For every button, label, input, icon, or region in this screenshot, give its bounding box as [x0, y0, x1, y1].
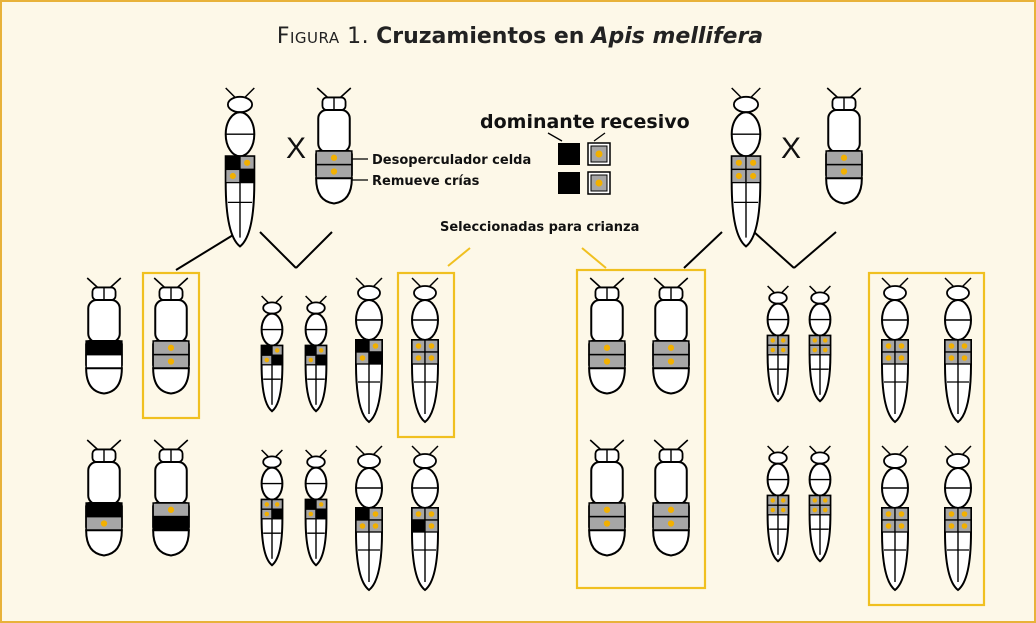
cross-line: [259, 231, 297, 269]
queen-bee: [944, 445, 972, 592]
figure-title-main: Cruzamientos en: [376, 24, 585, 49]
queen-bee: [411, 277, 439, 424]
worker-bee: [766, 445, 790, 563]
drone-bee: [588, 277, 626, 395]
drone-bee: [825, 87, 863, 205]
cross-line: [295, 231, 333, 269]
queen-bee: [355, 445, 383, 592]
legend-dominant-pointer: [547, 132, 563, 142]
selection-box: [396, 271, 456, 439]
trait-uncap-label: Desoperculador celda: [372, 153, 531, 168]
selected-pointer-right: [581, 247, 607, 269]
worker-bee: [808, 285, 832, 403]
drone-bee: [152, 277, 190, 395]
worker-bee: [304, 449, 328, 567]
queen-bee: [881, 277, 909, 424]
queen-bee: [730, 87, 762, 248]
queen-bee: [224, 87, 256, 248]
cross-symbol-left: X: [286, 132, 306, 165]
legend-recessive-label: recesivo: [600, 111, 690, 133]
trait-remove-label: Remueve crías: [372, 174, 480, 189]
cross-line: [753, 231, 795, 269]
queen-bee: [944, 277, 972, 424]
drone-bee: [152, 439, 190, 557]
selected-label: Seleccionadas para crianza: [440, 220, 639, 235]
worker-bee: [260, 295, 284, 413]
selection-box: [867, 271, 986, 607]
cross-line: [793, 231, 837, 269]
legend-dominant-square: [558, 172, 580, 194]
figure-title-species: Apis mellifera: [591, 24, 764, 49]
legend-recessive-pointer: [593, 132, 606, 142]
drone-bee: [588, 439, 626, 557]
figure-label: Figura 1.: [276, 24, 370, 49]
worker-bee: [304, 295, 328, 413]
legend-dominant-square: [558, 143, 580, 165]
legend-recessive-square: [587, 142, 611, 166]
queen-bee: [411, 445, 439, 592]
selection-box: [141, 271, 201, 420]
worker-bee: [260, 449, 284, 567]
drone-bee: [315, 87, 353, 205]
cross-line: [683, 231, 723, 269]
cross-line: [175, 231, 239, 271]
queen-bee: [881, 445, 909, 592]
selection-box: [575, 268, 707, 590]
worker-bee: [766, 285, 790, 403]
drone-bee: [85, 277, 123, 395]
selected-pointer-left: [447, 247, 471, 267]
drone-bee: [652, 277, 690, 395]
drone-bee: [85, 439, 123, 557]
worker-bee: [808, 445, 832, 563]
cross-line: [296, 234, 310, 268]
figure-title: Figura 1. Cruzamientos en Apis mellifera: [2, 24, 1036, 49]
legend-recessive-square: [587, 171, 611, 195]
drone-bee: [652, 439, 690, 557]
legend-dominant-label: dominante: [480, 111, 595, 133]
cross-symbol-right: X: [781, 132, 801, 165]
queen-bee: [355, 277, 383, 424]
